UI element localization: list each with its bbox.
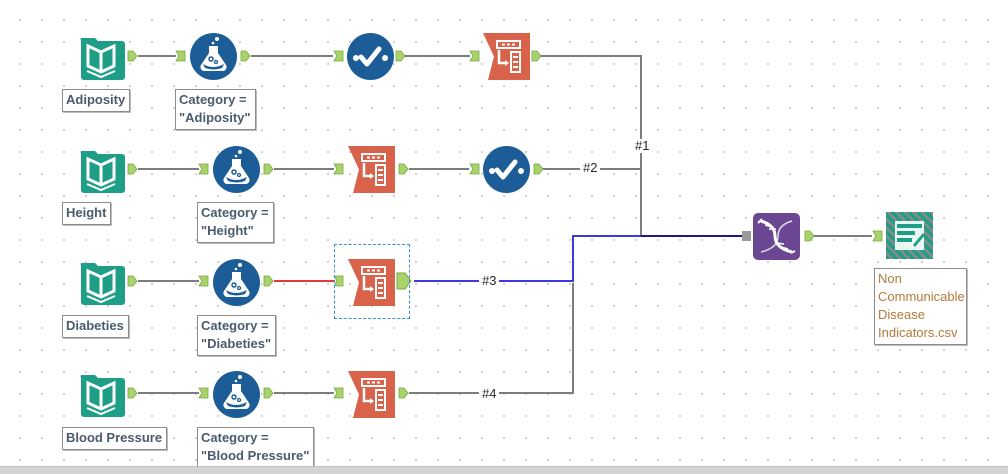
transpose-icon xyxy=(483,33,530,84)
output-anchor[interactable] xyxy=(398,387,409,399)
input-label-diabeties: Diabeties xyxy=(62,315,129,338)
output-anchor[interactable] xyxy=(240,50,251,62)
connection-label-3: #3 xyxy=(479,274,500,288)
select-check-icon xyxy=(483,146,530,197)
transpose-tool-diabeties[interactable] xyxy=(348,259,395,306)
input-anchor[interactable] xyxy=(872,230,883,242)
output-anchor[interactable] xyxy=(396,272,412,290)
formula-tool-adiposity[interactable] xyxy=(190,33,237,80)
formula-tool-height[interactable] xyxy=(213,146,260,193)
transpose-icon xyxy=(348,371,395,422)
input-anchor[interactable] xyxy=(198,275,209,287)
wire-r4-union[interactable] xyxy=(409,283,574,394)
wire-r1-union[interactable] xyxy=(540,55,642,236)
union-tool[interactable] xyxy=(753,213,800,260)
formula-label-adiposity: Category = "Adiposity" xyxy=(175,89,256,130)
formula-flask-icon xyxy=(213,259,260,310)
select-tool-adiposity[interactable] xyxy=(347,33,394,80)
input-data-book-icon xyxy=(78,151,125,198)
input-anchor[interactable] xyxy=(175,50,186,62)
connection-label-4: #4 xyxy=(479,387,500,401)
output-anchor[interactable] xyxy=(127,275,138,287)
output-anchor[interactable] xyxy=(127,163,138,175)
union-multi-input-anchor[interactable] xyxy=(742,231,751,241)
connection-label-2: #2 xyxy=(580,161,601,175)
input-label-adiposity: Adiposity xyxy=(62,89,131,112)
transpose-tool-height[interactable] xyxy=(348,146,395,193)
formula-flask-icon xyxy=(190,33,237,84)
input-anchor[interactable] xyxy=(469,163,480,175)
input-data-book-icon xyxy=(78,375,125,422)
output-anchor[interactable] xyxy=(127,50,138,62)
formula-tool-blood-pressure[interactable] xyxy=(213,371,260,418)
input-tool-adiposity[interactable] xyxy=(78,34,125,81)
output-tool[interactable] xyxy=(886,212,933,259)
output-anchor[interactable] xyxy=(533,163,544,175)
input-data-book-icon xyxy=(78,263,125,310)
input-tool-blood-pressure[interactable] xyxy=(78,371,125,418)
formula-label-diabeties: Category = "Diabeties" xyxy=(197,315,277,356)
input-anchor[interactable] xyxy=(333,275,344,287)
formula-label-height: Category = "Height" xyxy=(197,202,274,243)
input-anchor[interactable] xyxy=(333,163,344,175)
input-tool-height[interactable] xyxy=(78,147,125,194)
transpose-tool-blood-pressure[interactable] xyxy=(348,371,395,418)
transpose-icon xyxy=(348,146,395,197)
input-anchor[interactable] xyxy=(198,163,209,175)
input-label-blood-pressure: Blood Pressure xyxy=(62,427,168,450)
formula-flask-icon xyxy=(213,146,260,197)
input-anchor[interactable] xyxy=(333,387,344,399)
output-anchor[interactable] xyxy=(263,163,274,175)
formula-tool-diabeties[interactable] xyxy=(213,259,260,306)
output-anchor[interactable] xyxy=(263,387,274,399)
selection-box xyxy=(334,244,410,319)
union-dna-icon xyxy=(753,213,800,264)
select-check-icon xyxy=(347,33,394,84)
transpose-tool-adiposity[interactable] xyxy=(483,33,530,80)
output-anchor[interactable] xyxy=(395,50,406,62)
input-anchor[interactable] xyxy=(469,50,480,62)
select-tool-height[interactable] xyxy=(483,146,530,193)
output-anchor[interactable] xyxy=(398,163,409,175)
input-label-height: Height xyxy=(62,202,112,225)
input-anchor[interactable] xyxy=(198,387,209,399)
output-label: Non Communicable Disease Indicators.csv xyxy=(874,268,967,345)
input-data-book-icon xyxy=(78,38,125,85)
transpose-icon xyxy=(348,259,395,310)
formula-flask-icon xyxy=(213,371,260,422)
input-tool-diabeties[interactable] xyxy=(78,259,125,306)
input-anchor[interactable] xyxy=(333,50,344,62)
wire-r3-union[interactable] xyxy=(414,235,742,282)
output-anchor[interactable] xyxy=(263,275,274,287)
output-anchor[interactable] xyxy=(127,387,138,399)
output-anchor[interactable] xyxy=(531,50,542,62)
output-anchor[interactable] xyxy=(804,230,815,242)
horizontal-scrollbar[interactable] xyxy=(0,466,1008,474)
output-data-icon xyxy=(886,212,933,263)
connection-label-1: #1 xyxy=(632,139,653,153)
formula-label-blood-pressure: Category = "Blood Pressure" xyxy=(197,427,315,468)
